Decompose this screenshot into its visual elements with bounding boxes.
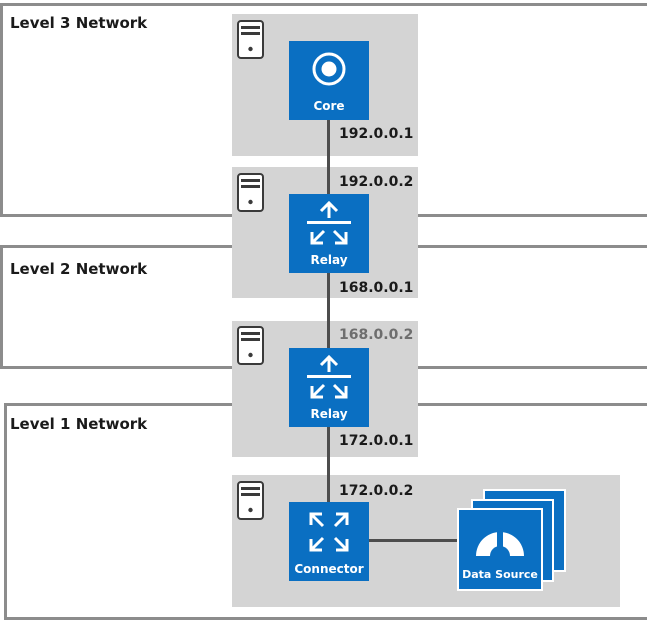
server-icon [237,326,264,365]
relay-upper-node[interactable]: Relay [289,194,369,273]
ip-connector-in: 172.0.0.2 [339,483,414,499]
level1-network-label: Level 1 Network [10,415,148,433]
server-icon [237,173,264,212]
link-connector-data-source [368,539,468,542]
core-node[interactable]: Core [289,41,369,120]
core-node-label: Core [313,99,345,113]
level2-network-label: Level 2 Network [10,260,148,278]
target-icon [312,52,346,86]
relay-lower-node[interactable]: Relay [289,348,369,427]
data-source-node-label: Data Source [462,568,538,581]
relay-arrows-icon [307,354,351,399]
relay-arrows-icon [307,200,351,245]
ip-core-out: 192.0.0.1 [339,126,414,142]
gauge-icon [476,528,524,556]
ip-relay-upper-out: 168.0.0.1 [339,280,414,296]
level3-network-label: Level 3 Network [10,14,148,32]
server-icon [237,481,264,520]
connector-node[interactable]: Connector [289,502,369,581]
connector-node-label: Connector [294,562,364,576]
link-relay-upper-relay-lower [327,270,330,350]
ip-relay-upper-in: 192.0.0.2 [339,174,414,190]
ip-relay-lower-in: 168.0.0.2 [339,327,414,343]
ip-relay-lower-out: 172.0.0.1 [339,433,414,449]
data-source-node[interactable]: Data Source [457,508,543,591]
relay-upper-node-label: Relay [310,253,348,267]
expand-arrows-icon [309,512,349,552]
server-icon [237,20,264,59]
relay-lower-node-label: Relay [310,407,348,421]
link-core-relay-upper [327,118,330,198]
link-relay-lower-connector [327,424,330,504]
